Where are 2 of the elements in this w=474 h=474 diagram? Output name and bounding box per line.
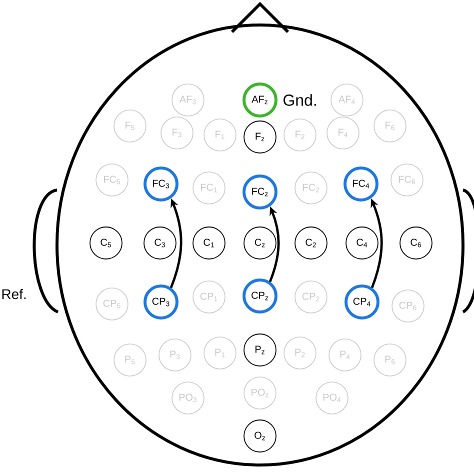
reference-label: Ref. xyxy=(2,288,26,300)
ground-label: Gnd. xyxy=(284,94,316,106)
